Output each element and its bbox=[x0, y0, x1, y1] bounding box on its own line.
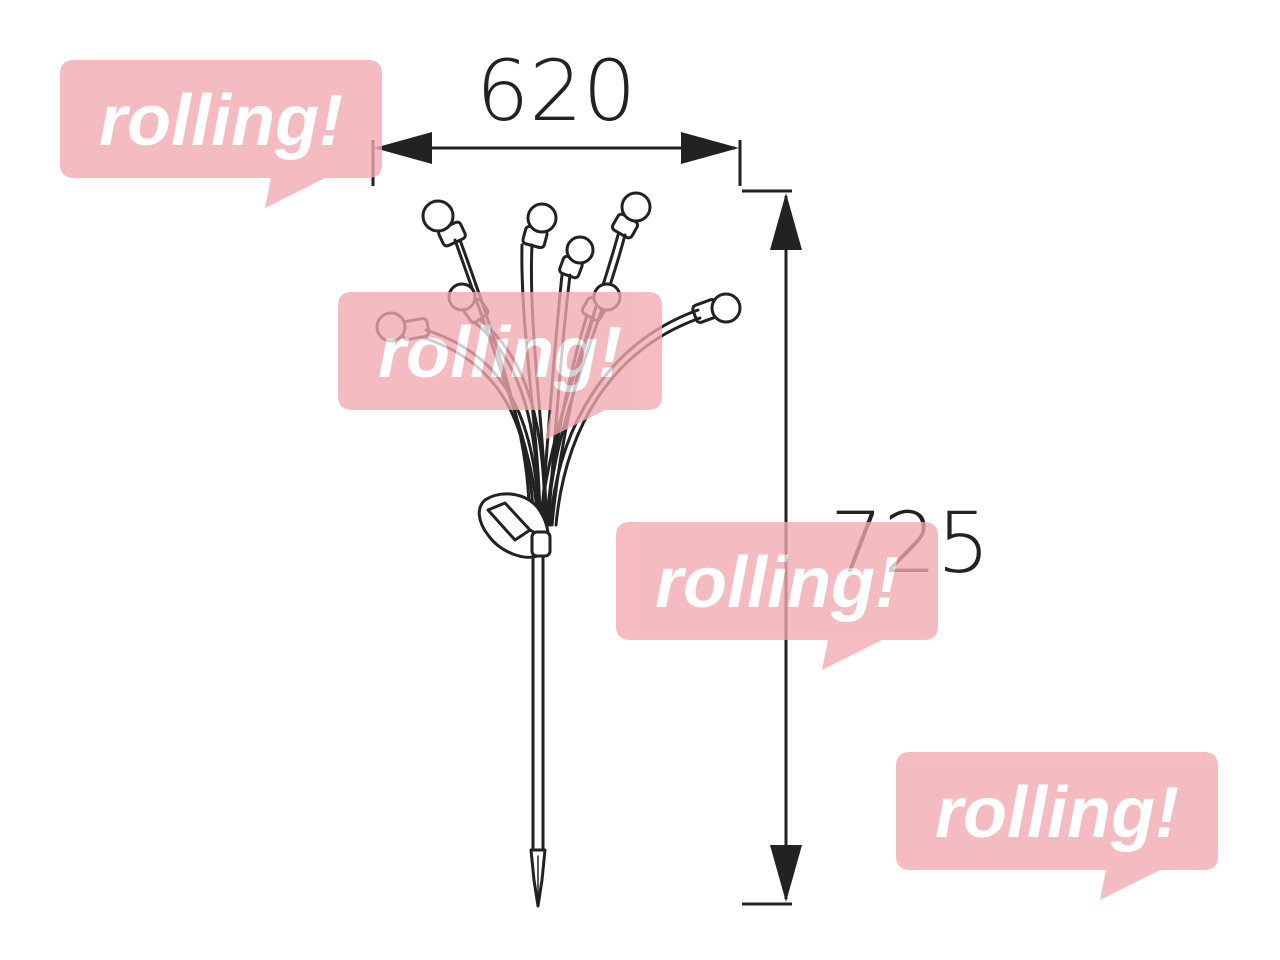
watermark-bubble-shape bbox=[616, 522, 938, 670]
watermark-text: rolling! bbox=[655, 543, 899, 623]
solar-panel bbox=[477, 492, 552, 559]
height-arrowhead-top bbox=[770, 193, 802, 250]
bulb-1 bbox=[421, 199, 467, 248]
width-arrowhead-left bbox=[374, 132, 432, 164]
ground-stake bbox=[529, 554, 547, 908]
watermark-bubble-shape bbox=[896, 752, 1218, 900]
height-arrowhead-bottom bbox=[770, 845, 802, 902]
watermark-bubble-shape bbox=[60, 60, 382, 208]
bulb-3 bbox=[610, 191, 652, 240]
watermark-bubble: rolling! bbox=[60, 60, 382, 208]
bulb-2 bbox=[521, 202, 558, 250]
width-arrowhead-right bbox=[681, 132, 739, 164]
width-label: 620 bbox=[476, 42, 636, 140]
watermark-text: rolling! bbox=[378, 313, 622, 393]
watermark-bubble-shape bbox=[338, 292, 662, 440]
watermark-layer: rolling! rolling! rolling! rolling! bbox=[60, 60, 1218, 900]
watermark-bubble: rolling! bbox=[616, 522, 938, 670]
width-dimension: 620 bbox=[371, 42, 742, 186]
watermark-text: rolling! bbox=[99, 81, 343, 161]
bulb-8 bbox=[691, 292, 742, 324]
watermark-bubble: rolling! bbox=[338, 292, 662, 440]
bulb-4 bbox=[558, 235, 595, 280]
watermark-bubble: rolling! bbox=[896, 752, 1218, 900]
watermark-text: rolling! bbox=[935, 773, 1179, 853]
